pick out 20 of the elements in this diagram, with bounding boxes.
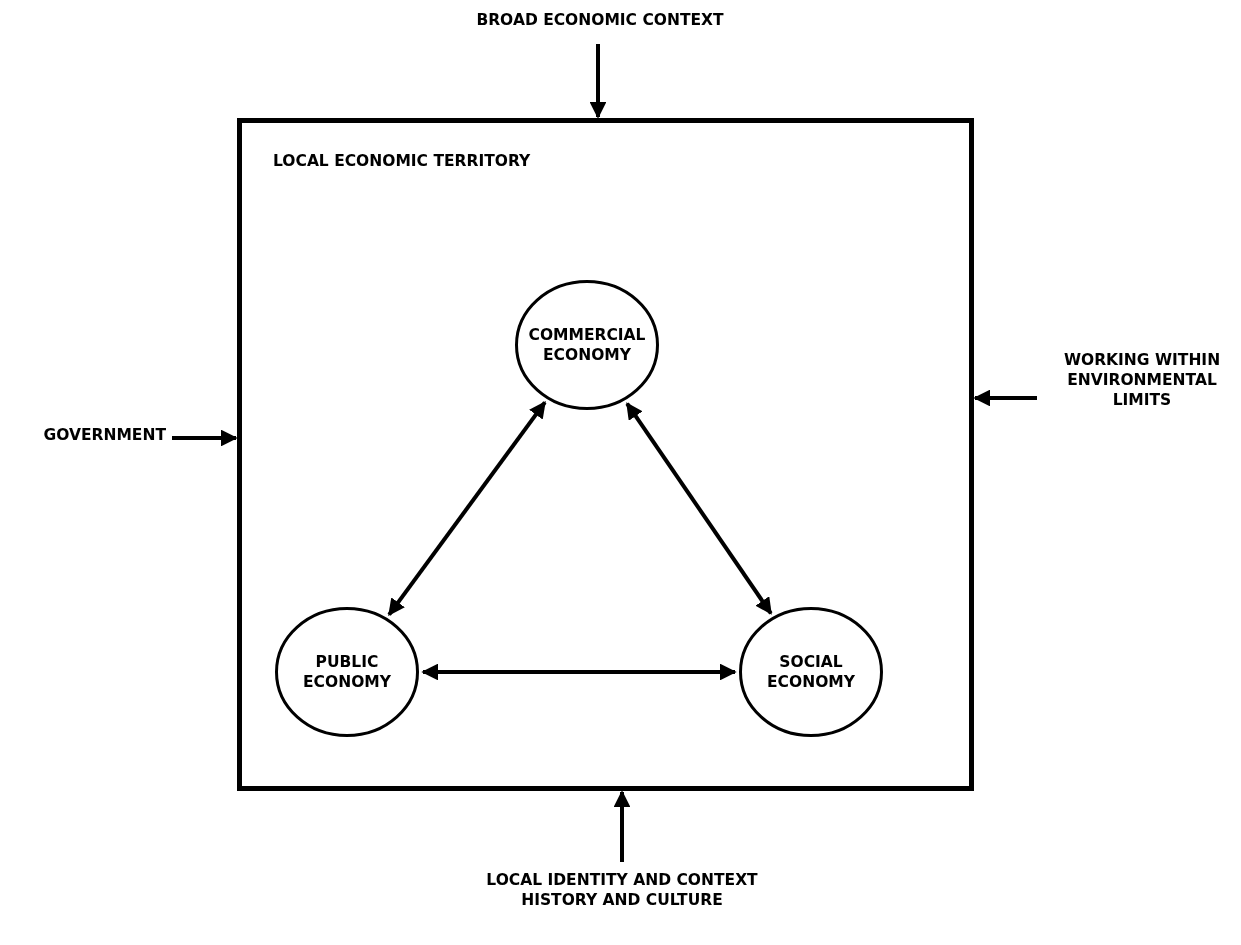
- economy-circle: [739, 607, 883, 737]
- sector-label: COMMERCIAL ECONOMY: [527, 324, 647, 366]
- arrow: [973, 389, 1037, 407]
- sector-label: SOCIAL ECONOMY: [766, 651, 856, 693]
- territory-heading: LOCAL ECONOMIC TERRITORY: [273, 151, 531, 172]
- economy-circle: [275, 607, 419, 737]
- influence-label: GOVERNMENT: [42, 425, 166, 446]
- arrow: [172, 429, 238, 447]
- arrow: [589, 44, 607, 119]
- territory-frame: [237, 118, 974, 791]
- arrow: [625, 402, 773, 615]
- influence-label: BROAD ECONOMIC CONTEXT: [475, 10, 725, 31]
- arrow: [387, 401, 547, 616]
- arrow: [613, 790, 631, 862]
- influence-label: WORKING WITHIN ENVIRONMENTAL LIMITS: [1062, 350, 1222, 411]
- influence-label: HISTORY AND CULTURE: [520, 890, 724, 911]
- influence-label: LOCAL IDENTITY AND CONTEXT: [485, 870, 759, 891]
- arrow: [421, 663, 737, 681]
- sector-label: PUBLIC ECONOMY: [302, 651, 392, 693]
- economy-circle: [515, 280, 659, 410]
